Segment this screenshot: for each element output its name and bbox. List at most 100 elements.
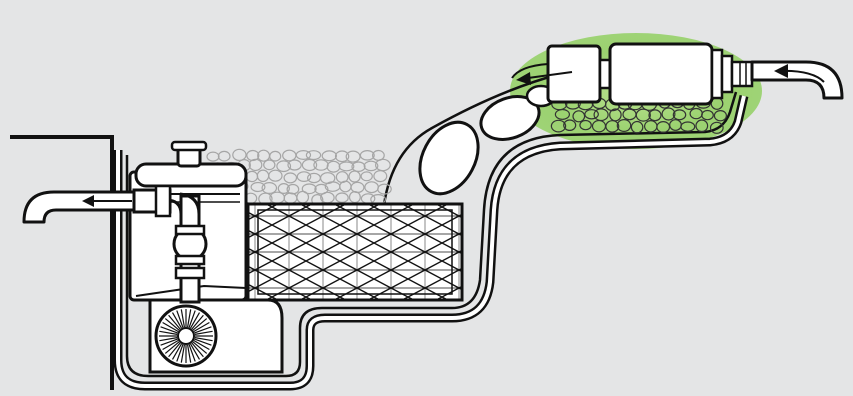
- slope-line: [382, 72, 561, 206]
- fan-blade: [192, 318, 208, 331]
- pebble: [307, 172, 322, 184]
- pebble: [348, 191, 361, 204]
- pebble: [217, 150, 231, 162]
- pebble: [616, 118, 632, 132]
- fan-blade: [188, 344, 196, 362]
- ground-line: [10, 135, 114, 390]
- pebble: [283, 172, 298, 184]
- clarifier-flow-arrow: [527, 71, 573, 79]
- water-pump: [148, 298, 284, 374]
- pebble: [295, 150, 312, 161]
- outlet-pipe: [22, 184, 172, 224]
- pebble: [350, 181, 365, 194]
- pebble: [345, 150, 361, 163]
- pebble: [635, 108, 651, 122]
- fan-blade: [171, 312, 183, 329]
- pebble: [301, 183, 317, 195]
- pebble: [246, 149, 260, 162]
- fan-blade: [164, 341, 180, 354]
- pebble: [579, 119, 592, 131]
- pebble: [364, 181, 379, 194]
- pebble: [701, 109, 714, 121]
- fan-blade: [193, 321, 210, 333]
- pebble: [709, 121, 724, 134]
- pebble: [261, 182, 278, 195]
- pebble: [269, 150, 282, 162]
- pebble: [661, 107, 676, 121]
- fan-blade: [159, 337, 178, 342]
- pebble: [250, 181, 266, 193]
- pebble: [232, 148, 247, 162]
- pebble: [283, 192, 298, 204]
- pebble: [296, 190, 310, 204]
- pebble: [713, 109, 728, 122]
- pebble: [695, 119, 709, 133]
- fan-blade: [164, 318, 180, 331]
- pebble: [360, 171, 373, 182]
- pebble: [305, 150, 322, 161]
- fan-blade: [194, 330, 213, 335]
- pebble: [348, 170, 361, 183]
- pebble: [335, 192, 349, 203]
- pebble: [282, 149, 297, 162]
- boulder: [479, 95, 541, 141]
- pebble: [648, 109, 662, 122]
- pebble: [245, 170, 259, 183]
- fan-blade: [176, 344, 184, 362]
- pond-liner-inner: [116, 95, 746, 388]
- fan-blade: [160, 326, 178, 334]
- fan-blade: [192, 341, 208, 354]
- pebble: [339, 180, 352, 193]
- pebble: [287, 159, 302, 171]
- pebble: [248, 158, 263, 172]
- pebble: [572, 110, 586, 123]
- fan-blade: [191, 342, 204, 358]
- fan-blade: [180, 344, 185, 363]
- pebble: [277, 183, 290, 195]
- pebble: [263, 159, 276, 171]
- pebble: [363, 160, 379, 172]
- fan-blade: [193, 339, 210, 351]
- fan-blade: [162, 321, 179, 333]
- fan-blade: [180, 309, 185, 328]
- fan-blade: [160, 338, 178, 346]
- pebble: [359, 150, 375, 161]
- pebble: [584, 109, 599, 120]
- pebble: [268, 169, 283, 182]
- fan-blade: [187, 309, 192, 328]
- fan-blade: [168, 342, 181, 358]
- pebble: [321, 150, 337, 162]
- pebble: [373, 170, 388, 183]
- fan-blade: [162, 339, 179, 351]
- fan-blade: [191, 314, 204, 330]
- pebble: [630, 120, 644, 134]
- pebble: [672, 109, 687, 121]
- pebble: [276, 160, 292, 173]
- fan-blade: [189, 343, 201, 360]
- pebble: [314, 183, 329, 195]
- fan-blade: [194, 338, 212, 346]
- pebble: [256, 169, 270, 183]
- inlet-pipe: [750, 60, 844, 100]
- boulder: [418, 120, 480, 196]
- pebble: [257, 149, 271, 162]
- pebble: [563, 119, 577, 131]
- pebble: [377, 183, 392, 195]
- pebble: [296, 171, 312, 183]
- fan-blade: [188, 310, 196, 328]
- uv-clarifier: [511, 42, 754, 106]
- filter-media: [246, 202, 464, 302]
- pebble: [550, 119, 567, 133]
- fan-blade: [194, 326, 212, 334]
- fan-blade: [176, 310, 184, 328]
- liner-inner-wall: [125, 91, 738, 378]
- fan-blade: [159, 330, 178, 335]
- fan-blade: [189, 312, 201, 329]
- fan-blade: [187, 344, 192, 363]
- pebble: [605, 120, 620, 133]
- pebble: [680, 121, 696, 132]
- fan-blade: [194, 337, 213, 342]
- pebble: [351, 161, 366, 172]
- fan-blade: [171, 343, 183, 360]
